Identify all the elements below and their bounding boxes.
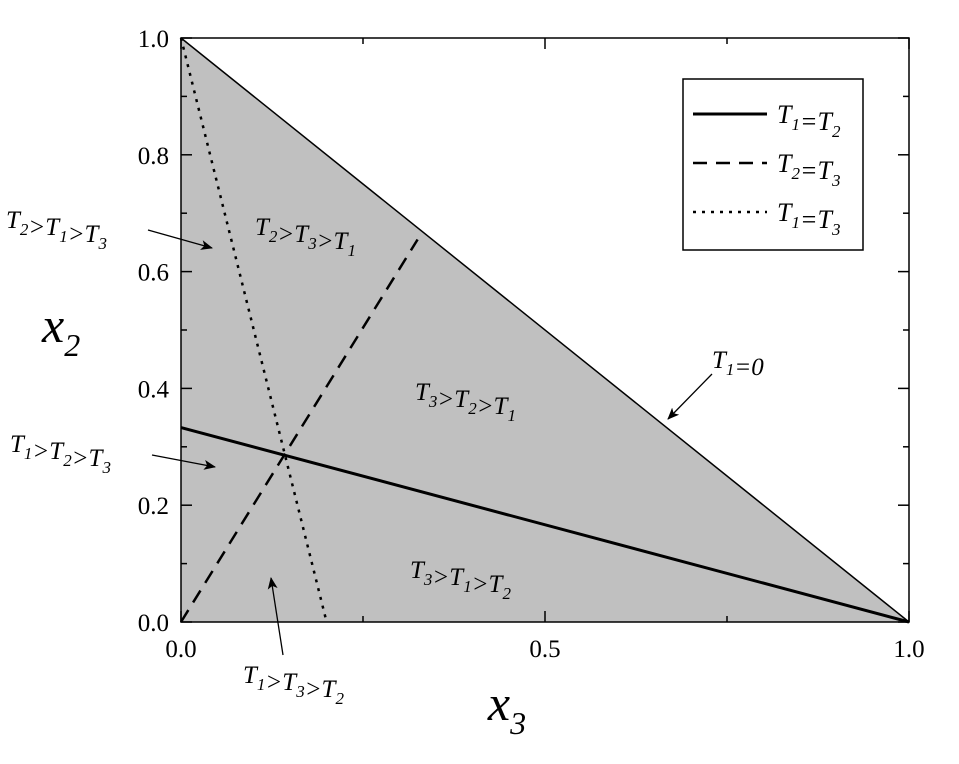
legend-label: T2=T3 [777, 149, 840, 190]
y-tick-label: 0.4 [138, 376, 170, 403]
y-tick-label: 0.6 [138, 260, 169, 287]
region-label-r-231: T2>T3>T1 [255, 214, 356, 260]
y-tick-label: 0.0 [138, 610, 169, 637]
y-tick-label: 0.8 [138, 143, 169, 170]
boundary-label: T1=0 [712, 347, 764, 381]
region-arrow-123 [151, 454, 216, 470]
region-label-r-132: T1>T3>T2 [243, 662, 344, 708]
x-tick-label: 0.0 [165, 636, 196, 663]
region-arrow-213 [147, 229, 213, 250]
region-label-r-213: T2>T1>T3 [6, 207, 107, 253]
boundary-line [180, 37, 910, 623]
y-tick-label: 0.2 [138, 493, 169, 520]
y-tick-label: 1.0 [138, 26, 169, 53]
series-line-dashed [179, 238, 419, 623]
x-tick-label: 1.0 [893, 636, 924, 663]
series-line-dotted [179, 37, 328, 623]
legend-label: T1=T2 [777, 100, 841, 141]
boundary-arrow [667, 373, 713, 420]
legend-box [682, 78, 864, 251]
legend-label: T1=T3 [777, 198, 840, 239]
series-line-solid [180, 426, 910, 624]
region-label-r-312: T3>T1>T2 [410, 557, 511, 603]
x-axis-title: x3 [487, 675, 526, 741]
y-axis-title: x2 [41, 297, 80, 363]
region-label-r-321: T3>T2>T1 [415, 379, 516, 425]
region-arrow-132 [267, 577, 284, 656]
plot-layer [179, 37, 910, 624]
x-tick-label: 0.5 [529, 636, 560, 663]
region-label-r-123: T1>T2>T3 [10, 431, 111, 477]
axes-layer: 0.0 0.5 1.0 0.0 0.2 0.4 0.6 0.8 1.0 x3 x2 [41, 26, 925, 741]
